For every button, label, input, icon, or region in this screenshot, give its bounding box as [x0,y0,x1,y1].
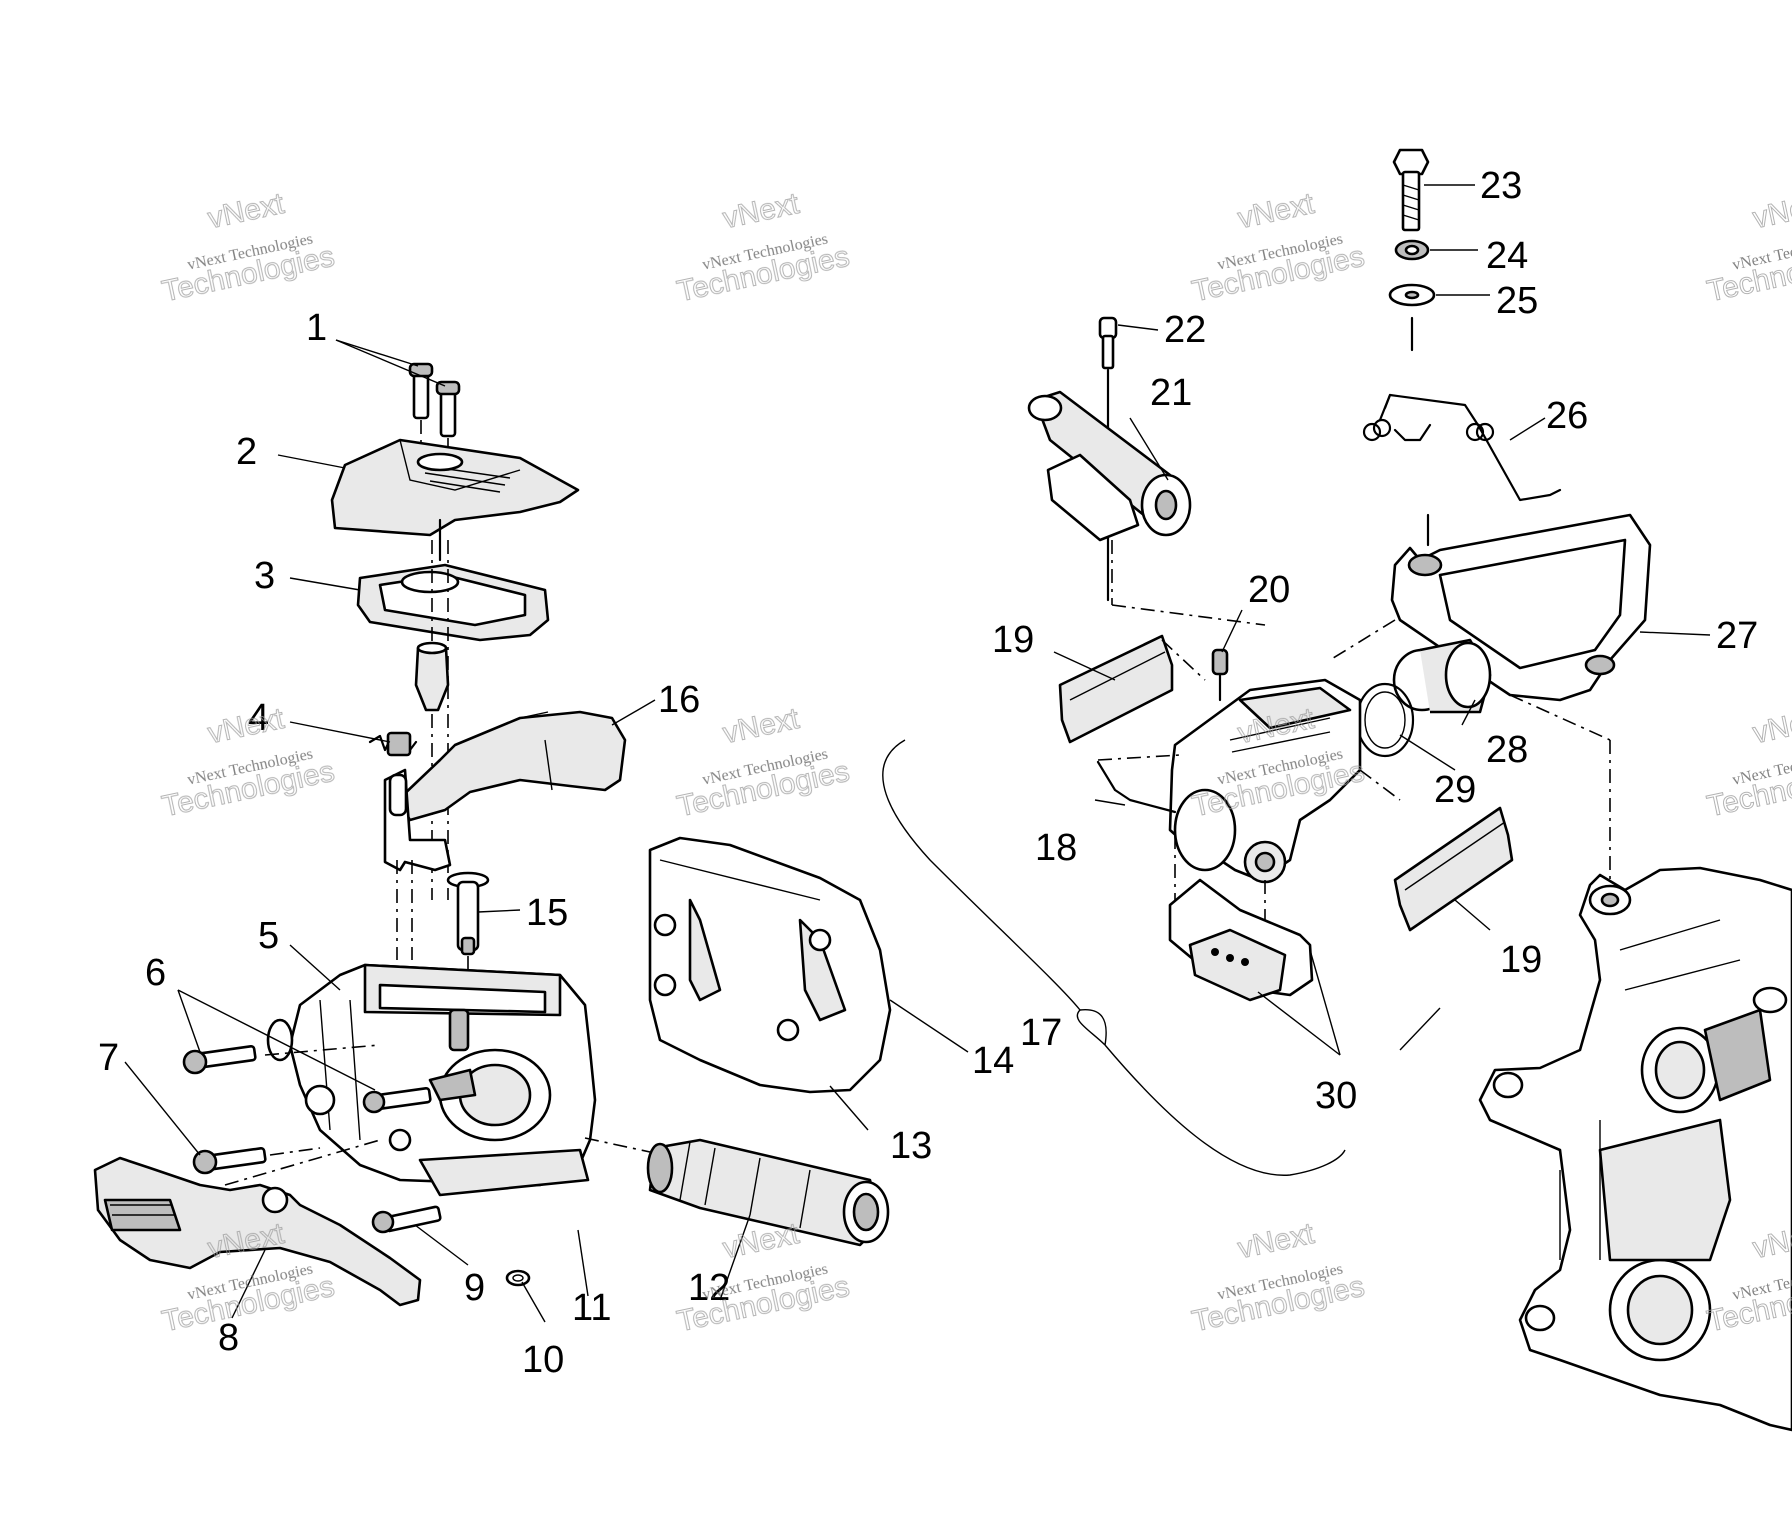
callout-22: 22 [1164,309,1206,351]
part-21-fitting [1027,390,1266,626]
watermark-2: vNext vNext Technologies Technologies [674,186,853,308]
watermark-8-line1: vNext [1750,702,1792,750]
watermark-2-line1: vNext [720,187,803,235]
watermark-5-line1: vNext [205,702,288,750]
callout-21: 21 [1150,372,1192,414]
watermark-8: vNext vNext Technologies Technologies [1704,701,1792,823]
callout-20: 20 [1248,569,1290,611]
callout-29: 29 [1434,769,1476,811]
callout-28: 28 [1486,729,1528,771]
callout-5: 5 [258,915,279,957]
callout-17: 17 [1020,1012,1062,1054]
callout-18: 18 [1035,827,1077,869]
watermark-11-line1: vNext [1235,1217,1318,1265]
bracket-17-brace [882,739,1346,1176]
callout-14: 14 [972,1040,1014,1082]
callout-16: 16 [658,679,700,721]
part-30-brake-pads [1168,878,1314,1002]
callout-1: 1 [306,307,327,349]
watermark-1-line1: vNext [205,187,288,235]
watermark-11: vNext vNext Technologies Technologies [1189,1216,1368,1338]
part-28-29-piston-seal [1355,638,1492,758]
watermark-6-line1: vNext [720,702,803,750]
callout-25: 25 [1496,280,1538,322]
part-13-reservoir-cover [648,836,892,1094]
callout-11: 11 [572,1287,611,1329]
part-3-gasket [356,540,550,900]
callout-15: 15 [526,892,568,934]
part-15-pin [446,871,490,1010]
watermark-4: vNext vNext Technologies Technologies [1704,186,1792,308]
callout-8: 8 [218,1317,239,1359]
part-2-cover [330,438,580,562]
callout-2: 2 [236,431,257,473]
callout-23: 23 [1480,165,1522,207]
callout-30: 30 [1315,1075,1357,1117]
watermark-3-line1: vNext [1235,187,1318,235]
part-5-master-cylinder-body [266,963,597,1197]
part-8-brake-lever [93,1139,422,1307]
watermark-1: vNext vNext Technologies Technologies [159,186,338,308]
callout-4: 4 [248,697,269,739]
part-19-shims [1058,634,1514,932]
callout-6: 6 [145,952,166,994]
part-10-washer [505,1269,531,1287]
watermark-4-line1: vNext [1750,187,1792,235]
callout-labels: 1 2 3 4 5 6 7 8 9 10 11 12 13 14 15 16 1… [98,165,1758,1381]
callout-13: 13 [890,1125,932,1167]
watermark-10-line1: vNext [720,1217,803,1265]
watermark-5: vNext vNext Technologies Technologies [159,701,338,823]
part-gearcase-housing [1478,866,1792,1432]
callout-7: 7 [98,1037,119,1079]
part-23-24-25-bolt-washers [1388,148,1436,352]
part-caliper-body [1096,639,1401,930]
callout-19-lower: 19 [1500,939,1542,981]
callout-10: 10 [522,1339,564,1381]
part-16-lever-arm [396,710,627,822]
callout-27: 27 [1716,615,1758,657]
callout-12: 12 [688,1267,730,1309]
callout-9: 9 [464,1267,485,1309]
part-26-spring-clip [1362,393,1562,547]
part-piston-and-spring-4 [368,641,450,757]
part-12-sleeve [584,1137,890,1247]
leader-lines [124,184,1711,1323]
part-hinge-plate [383,768,452,960]
part-6-7-9-screws [182,1044,442,1234]
callout-26: 26 [1546,395,1588,437]
watermark-3: vNext vNext Technologies Technologies [1189,186,1368,308]
callout-24: 24 [1486,235,1528,277]
callout-19-upper: 19 [992,619,1034,661]
callout-3: 3 [254,555,275,597]
